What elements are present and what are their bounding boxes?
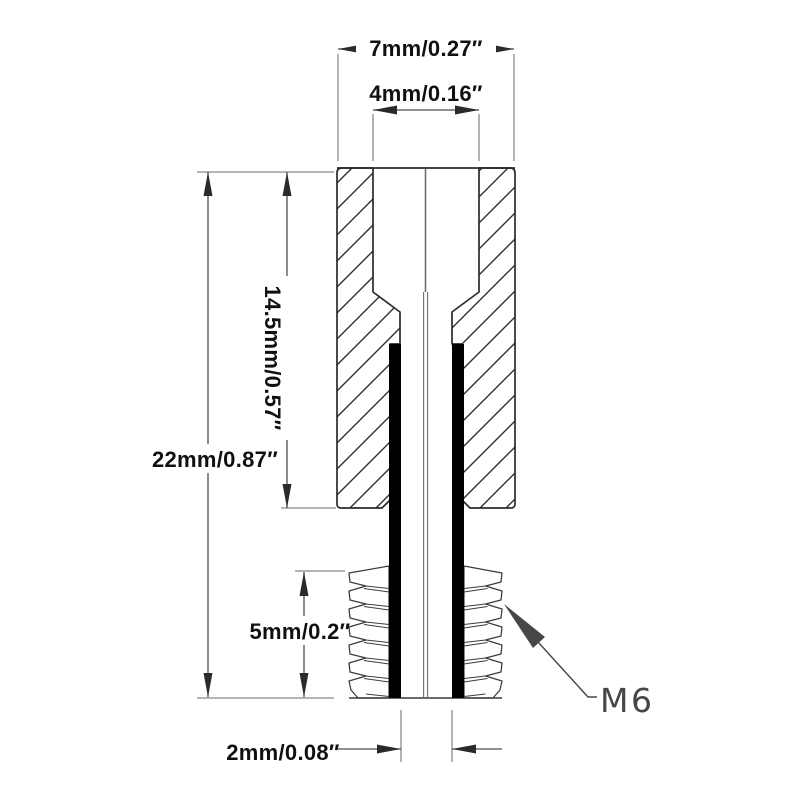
label-mask [258, 276, 288, 440]
dimension-label-thread-length: 5mm/0.2″ [250, 619, 351, 644]
leader-line [537, 641, 597, 698]
thread-groove-lines-right [463, 585, 488, 697]
dimension-overall-length: 22mm/0.87″ [133, 172, 297, 697]
witness-bore-top-diameter [372, 114, 480, 161]
dimension-label-bore-diameter: 2mm/0.08″ [226, 740, 340, 765]
arrowhead-top [203, 172, 213, 196]
bore-liner-left [389, 344, 401, 698]
dimension-thread-length: 5mm/0.2″ [250, 572, 351, 697]
arrowhead-left [377, 744, 401, 754]
thread-profile-right [463, 565, 503, 699]
label-mask [254, 616, 346, 645]
dimension-bore-top-diameter: 4mm/0.16″ [369, 81, 483, 115]
thread-spec-label: M6 [600, 681, 654, 720]
leader-arrowhead [504, 604, 545, 648]
arrowhead-right [452, 744, 476, 754]
arrowhead-right [455, 105, 479, 115]
extension-lines [197, 54, 515, 762]
dimension-upper-body-length: 14.5mm/0.57″ [258, 172, 292, 508]
arrowhead-bottom [203, 673, 213, 697]
dimension-label-bore-top-diameter: 4mm/0.16″ [369, 81, 483, 106]
bore-centerline-lower [423, 292, 429, 697]
arrowhead-bottom [299, 673, 309, 697]
arrowhead-top [299, 572, 309, 596]
label-mask [356, 36, 496, 61]
dimension-bore-diameter: 2mm/0.08″ [226, 740, 502, 765]
witness-outer-diameter [337, 54, 515, 161]
dimension-label-upper-body-length: 14.5mm/0.57″ [260, 285, 285, 430]
dimension-label-outer-diameter: 7mm/0.27″ [369, 36, 483, 61]
arrowhead-bottom [282, 484, 292, 508]
rotated-label-group: 14.5mm/0.57″ [258, 276, 288, 440]
part-cross-section [336, 167, 516, 699]
thread-groove-lines-left [363, 585, 390, 697]
label-mask [133, 444, 297, 473]
arrowhead-left [373, 105, 397, 115]
witness-bore-diameter [400, 710, 453, 762]
bore-liner-right [452, 344, 464, 698]
dimension-outer-diameter: 7mm/0.27″ [338, 36, 514, 61]
thread-callout: M6 [504, 604, 654, 720]
dimension-label-overall-length: 22mm/0.87″ [152, 447, 278, 472]
thread-profile-left [348, 565, 390, 699]
arrowhead-top [282, 172, 292, 196]
